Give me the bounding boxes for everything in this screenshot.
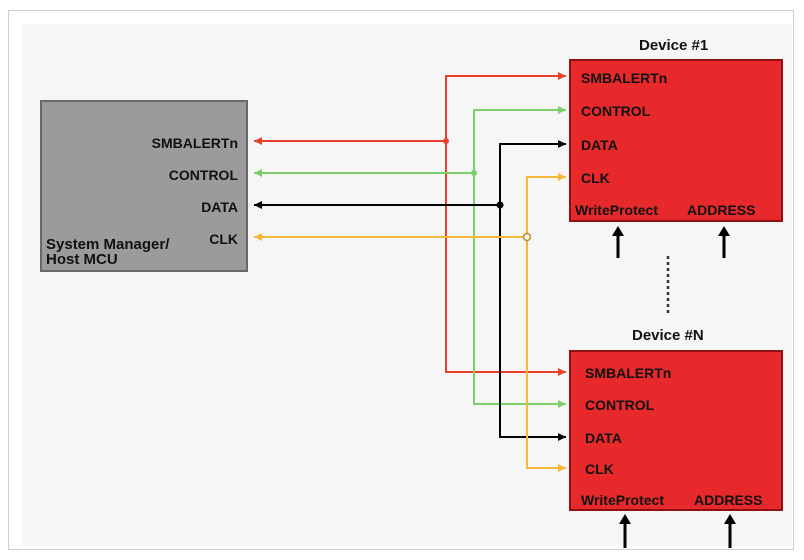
smbalert-devicen-branch <box>445 141 566 373</box>
clk-device1-branch <box>526 176 566 237</box>
clk-dev1-arrow <box>558 173 566 181</box>
devn-address-arrowhead <box>724 514 736 524</box>
devicen-pin-control: CONTROL <box>585 397 655 413</box>
host-mcu-box: SMBALERTn CONTROL DATA CLK System Manage… <box>40 100 248 272</box>
data-wire <box>254 143 566 438</box>
smbalert-device1-branch <box>445 75 566 141</box>
smbalert-dev1-arrow <box>558 72 566 80</box>
device1-writeprotect-label: WriteProtect <box>575 202 658 218</box>
devicen-writeprotect-label: WriteProtect <box>581 492 664 508</box>
devn-writeprotect-arrowhead <box>619 514 631 524</box>
device1-pin-data: DATA <box>581 137 618 153</box>
smbalert-junction-dot <box>443 138 449 144</box>
host-pin-data: DATA <box>201 199 238 215</box>
smbalert-host-arrow <box>254 137 262 145</box>
figure-frame <box>8 10 794 550</box>
device1-pin-clk: CLK <box>581 170 610 186</box>
devicen-address-label: ADDRESS <box>694 492 763 508</box>
clk-wire <box>254 176 566 469</box>
smbalert-devn-arrow <box>558 368 566 376</box>
devicen-pin-data: DATA <box>585 430 622 446</box>
devicen-pin-clk: CLK <box>585 461 614 477</box>
dev1-writeprotect-arrowhead <box>612 226 624 236</box>
control-dev1-arrow <box>558 106 566 114</box>
host-pin-clk: CLK <box>209 231 238 247</box>
device1-pin-smbalertn: SMBALERTn <box>581 70 668 86</box>
control-host-arrow <box>254 169 262 177</box>
control-junction-dot <box>471 170 477 176</box>
host-pin-control: CONTROL <box>168 167 238 183</box>
data-devicen-branch <box>499 205 566 438</box>
smbalert-wire <box>254 75 566 373</box>
clk-devn-arrow <box>558 464 566 472</box>
control-devicen-branch <box>473 173 566 405</box>
device1-title: Device #1 <box>639 37 709 54</box>
device1-address-label: ADDRESS <box>687 202 756 218</box>
host-title: System Manager/ Host MCU <box>46 236 170 268</box>
data-host-arrow <box>254 201 262 209</box>
clk-host-arrow <box>254 233 262 241</box>
control-wire <box>254 109 566 405</box>
host-pin-smbalertn: SMBALERTn <box>151 135 238 151</box>
clk-devicen-branch <box>526 237 566 469</box>
clk-junction-dot <box>522 232 532 242</box>
control-devn-arrow <box>558 400 566 408</box>
device1-box: SMBALERTn CONTROL DATA CLK WriteProtect … <box>569 59 783 222</box>
devicen-pin-smbalertn: SMBALERTn <box>585 365 672 381</box>
data-junction-dot <box>496 201 504 209</box>
control-device1-branch <box>473 109 566 173</box>
devicen-title: Device #N <box>632 327 704 344</box>
data-device1-branch <box>499 143 566 205</box>
device1-pin-control: CONTROL <box>581 103 651 119</box>
data-dev1-arrow <box>558 140 566 148</box>
dev1-address-arrowhead <box>718 226 730 236</box>
data-devn-arrow <box>558 433 566 441</box>
devicen-box: SMBALERTn CONTROL DATA CLK WriteProtect … <box>569 350 783 511</box>
